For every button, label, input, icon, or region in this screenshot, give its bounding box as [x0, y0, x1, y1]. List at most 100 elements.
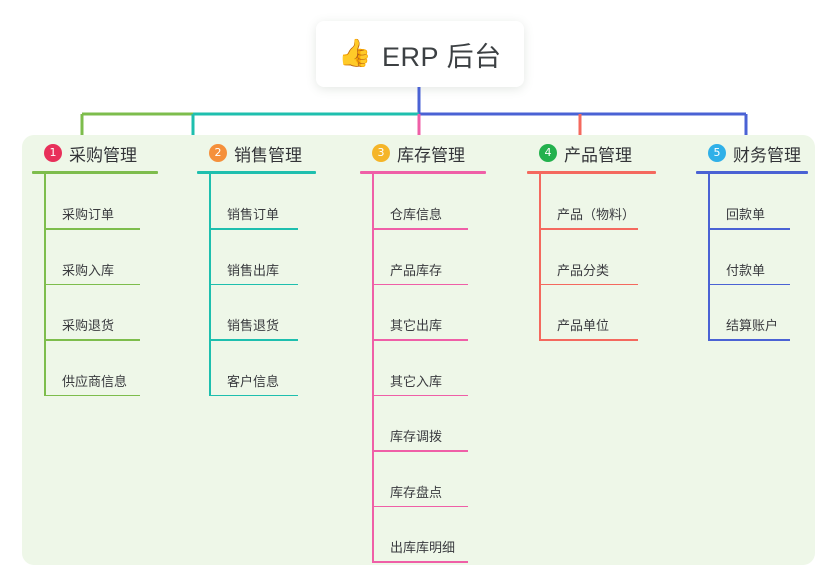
list-item[interactable]: 销售订单: [209, 174, 362, 230]
thumbs-up-icon: 👍: [338, 37, 373, 68]
column-items-4: 产品（物料） 产品分类产品单位: [527, 174, 699, 341]
column-spine-5: [708, 174, 710, 341]
column-header-2[interactable]: 2 销售管理: [197, 135, 362, 171]
column-badge-5: 5: [708, 144, 726, 162]
column-spine-2: [209, 174, 211, 396]
list-item-rule: [372, 450, 468, 452]
list-item[interactable]: 出库库明细: [372, 507, 530, 563]
column-title-1: 采购管理: [69, 145, 137, 165]
branch-column-3: 3 库存管理仓库信息产品库存其它出库其它入库库存调拨库存盘点出库库明细: [360, 135, 530, 563]
list-item-rule: [372, 228, 468, 230]
root-title: ERP 后台: [382, 41, 502, 72]
list-item[interactable]: 产品单位: [539, 285, 699, 341]
list-item-label: 仓库信息: [390, 207, 443, 222]
list-item-label: 产品分类: [557, 262, 610, 278]
list-item-rule: [372, 561, 468, 563]
list-item-label: 销售出库: [227, 262, 280, 278]
column-items-2: 销售订单销售出库销售退货客户信息: [197, 174, 362, 396]
list-item[interactable]: 付款单: [708, 230, 816, 285]
list-item-rule: [539, 339, 638, 341]
column-header-rule-5: [696, 171, 808, 174]
list-item-label: 付款单: [726, 262, 766, 278]
list-item[interactable]: 其它出库: [372, 285, 530, 341]
column-header-1[interactable]: 1 采购管理: [32, 135, 197, 171]
column-spine-1: [44, 174, 46, 396]
column-title-3: 库存管理: [397, 145, 465, 165]
list-item-rule: [372, 283, 468, 285]
list-item-rule: [372, 505, 468, 507]
list-item-rule: [708, 339, 790, 341]
list-item-label: 客户信息: [227, 373, 280, 389]
list-item-label: 采购退货: [62, 318, 115, 333]
list-item-label: 其它入库: [390, 373, 443, 389]
list-item-rule: [44, 394, 140, 396]
column-spine-3: [372, 174, 374, 563]
list-item-label: 采购订单: [62, 207, 115, 222]
list-item[interactable]: 供应商信息: [44, 341, 197, 396]
list-item-rule: [539, 228, 638, 230]
list-item-label: 产品库存: [390, 262, 443, 278]
list-item-label: 出库库明细: [390, 540, 456, 555]
column-badge-3: 3: [372, 144, 390, 162]
column-header-4[interactable]: 4 产品管理: [527, 135, 699, 171]
column-header-3[interactable]: 3 库存管理: [360, 135, 530, 171]
list-item[interactable]: 产品分类: [539, 230, 699, 285]
list-item[interactable]: 销售退货: [209, 285, 362, 341]
list-item[interactable]: 仓库信息: [372, 174, 530, 230]
column-items-1: 采购订单采购入库采购退货供应商信息: [32, 174, 197, 396]
list-item[interactable]: 结算账户: [708, 285, 816, 341]
content-panel: [22, 135, 815, 565]
list-item-label: 回款单: [726, 207, 766, 222]
list-item[interactable]: 库存盘点: [372, 452, 530, 507]
list-item[interactable]: 采购退货: [44, 285, 197, 341]
list-item-label: 销售订单: [227, 207, 280, 222]
column-header-rule-3: [360, 171, 486, 174]
list-item-rule: [209, 228, 298, 230]
list-item-label: 库存盘点: [390, 484, 443, 500]
column-header-rule-2: [197, 171, 316, 174]
list-item-label: 供应商信息: [62, 373, 128, 389]
list-item[interactable]: 销售出库: [209, 230, 362, 285]
list-item-rule: [44, 339, 140, 341]
list-item-label: 销售退货: [227, 318, 280, 333]
column-badge-4: 4: [539, 144, 557, 162]
list-item[interactable]: 采购入库: [44, 230, 197, 285]
list-item-rule: [708, 228, 790, 230]
column-header-rule-1: [32, 171, 158, 174]
root-node[interactable]: 👍 ERP 后台: [316, 21, 524, 87]
column-items-3: 仓库信息产品库存其它出库其它入库库存调拨库存盘点出库库明细: [360, 174, 530, 563]
branch-columns: 1 采购管理采购订单采购入库采购退货供应商信息 2 销售管理销售订单销售出库销售退货客…: [22, 135, 815, 565]
list-item[interactable]: 其它入库: [372, 341, 530, 396]
list-item-label: 采购入库: [62, 262, 115, 278]
column-badge-1: 1: [44, 144, 62, 162]
list-item[interactable]: 采购订单: [44, 174, 197, 230]
column-header-rule-4: [527, 171, 656, 174]
list-item-rule: [44, 283, 140, 285]
list-item-rule: [209, 283, 298, 285]
list-item-label: 结算账户: [726, 318, 779, 333]
column-items-5: 回款单付款单结算账户: [696, 174, 816, 341]
list-item-rule: [209, 394, 298, 396]
list-item-rule: [209, 339, 298, 341]
list-item-rule: [44, 228, 140, 230]
column-badge-2: 2: [209, 144, 227, 162]
column-title-4: 产品管理: [564, 145, 632, 165]
list-item-label: 其它出库: [390, 318, 443, 333]
list-item[interactable]: 回款单: [708, 174, 816, 230]
list-item[interactable]: 客户信息: [209, 341, 362, 396]
list-item-rule: [539, 283, 638, 285]
list-item-rule: [372, 394, 468, 396]
list-item-label: 产品（物料）: [557, 207, 636, 222]
list-item-label: 库存调拨: [390, 429, 443, 444]
branch-column-4: 4 产品管理产品（物料） 产品分类产品单位: [527, 135, 699, 341]
list-item[interactable]: 产品（物料）: [539, 174, 699, 230]
branch-column-2: 2 销售管理销售订单销售出库销售退货客户信息: [197, 135, 362, 396]
column-title-2: 销售管理: [234, 145, 302, 165]
list-item[interactable]: 库存调拨: [372, 396, 530, 452]
list-item[interactable]: 产品库存: [372, 230, 530, 285]
column-spine-4: [539, 174, 541, 341]
list-item-rule: [708, 283, 790, 285]
